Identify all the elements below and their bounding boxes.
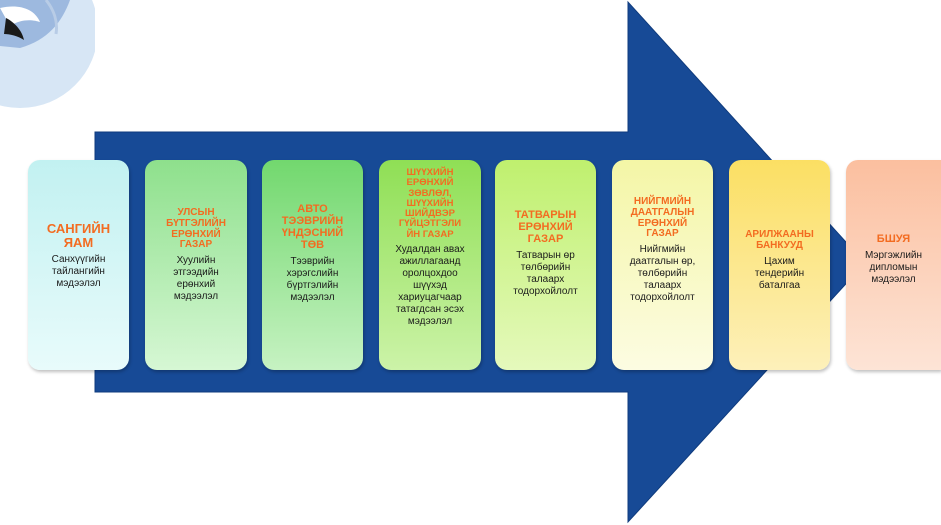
- step-text: Тээврийн хэрэгслийн бүртгэлийн мэдээлэл: [286, 255, 339, 303]
- step-box-ministry-of-finance: САНГИЙН ЯАМ Санхүүгийн тайлангийн мэдээл…: [28, 160, 129, 370]
- step-box-tax-administration: ТАТВАРЫН ЕРӨНХИЙ ГАЗАР Татварын өр төлбө…: [495, 160, 596, 370]
- logo-icon: [0, 0, 95, 108]
- step-title: САНГИЙН ЯАМ: [46, 221, 111, 251]
- step-title: ШҮҮХИЙН ЕРӨНХИЙ ЗӨВЛӨЛ, ШҮҮХИЙН ШИЙДВЭР …: [398, 167, 462, 240]
- step-text: Хуулийн этгээдийн ерөнхий мэдээлэл: [173, 255, 219, 303]
- step-text: Худалдан авах ажиллагаанд оролцохдоо шүү…: [395, 243, 465, 327]
- step-title: НИЙГМИЙН ДААТГАЛЫН ЕРӨНХИЙ ГАЗАР: [630, 196, 695, 240]
- step-text: Цахим тендерийн баталгаа: [754, 255, 805, 291]
- step-title: БШУЯ: [876, 233, 911, 245]
- step-text: Санхүүгийн тайлангийн мэдээлэл: [51, 254, 106, 290]
- step-title: ТАТВАРЫН ЕРӨНХИЙ ГАЗАР: [514, 209, 577, 245]
- step-box-auto-transport-center: АВТО ТЭЭВРИЙН ҮНДЭСНИЙ ТӨВ Тээврийн хэрэ…: [262, 160, 363, 370]
- step-title: УЛСЫН БҮТГЭЛИЙН ЕРӨНХИЙ ГАЗАР: [166, 207, 226, 251]
- step-box-commercial-banks: АРИЛЖААНЫ БАНКУУД Цахим тендерийн баталг…: [729, 160, 830, 370]
- step-title: АРИЛЖААНЫ БАНКУУД: [745, 229, 814, 251]
- step-box-education-ministry: БШУЯ Мэргэжлийн дипломын мэдээлэл: [846, 160, 941, 370]
- step-box-social-insurance: НИЙГМИЙН ДААТГАЛЫН ЕРӨНХИЙ ГАЗАР Нийгмий…: [612, 160, 713, 370]
- step-box-judicial-council: ШҮҮХИЙН ЕРӨНХИЙ ЗӨВЛӨЛ, ШҮҮХИЙН ШИЙДВЭР …: [379, 160, 481, 370]
- step-title: АВТО ТЭЭВРИЙН ҮНДЭСНИЙ ТӨВ: [281, 203, 344, 251]
- step-box-state-registration: УЛСЫН БҮТГЭЛИЙН ЕРӨНХИЙ ГАЗАР Хуулийн эт…: [145, 160, 247, 370]
- step-text: Мэргэжлийн дипломын мэдээлэл: [864, 249, 923, 285]
- step-text: Нийгмийн даатгалын өр, төлбөрийн талаарх…: [629, 244, 696, 304]
- step-text: Татварын өр төлбөрийн талаарх тодорхойло…: [513, 249, 578, 297]
